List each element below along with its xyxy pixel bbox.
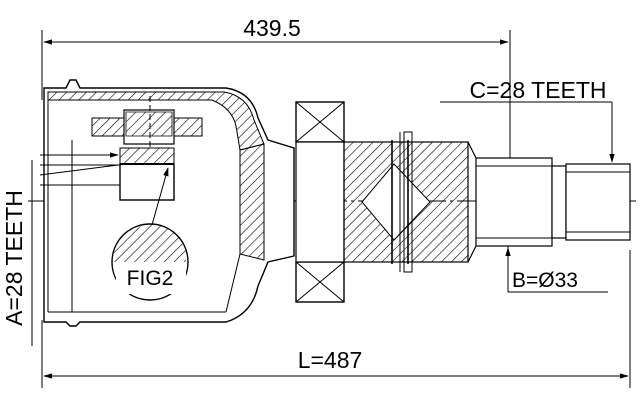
fig2-callout: FIG2 <box>111 223 189 301</box>
top-length-label: 439.5 <box>243 15 301 41</box>
diameter-b-callout: B=Ø33 <box>505 246 608 293</box>
outer-housing <box>39 79 295 327</box>
spline-c-callout: C=28 TEETH <box>440 77 615 163</box>
diameter-b-label: B=Ø33 <box>512 269 578 292</box>
top-dimension: 439.5 <box>41 15 511 160</box>
total-length-label: L=487 <box>298 347 363 373</box>
stub-shaft <box>475 157 631 247</box>
fig2-label: FIG2 <box>127 267 174 290</box>
spline-a-callout: A=28 TEETH <box>1 160 33 346</box>
spline-a-label: A=28 TEETH <box>1 190 27 326</box>
shaft-section <box>295 101 477 303</box>
spline-c-label: C=28 TEETH <box>470 77 607 103</box>
bottom-dimension: L=487 <box>41 250 631 388</box>
